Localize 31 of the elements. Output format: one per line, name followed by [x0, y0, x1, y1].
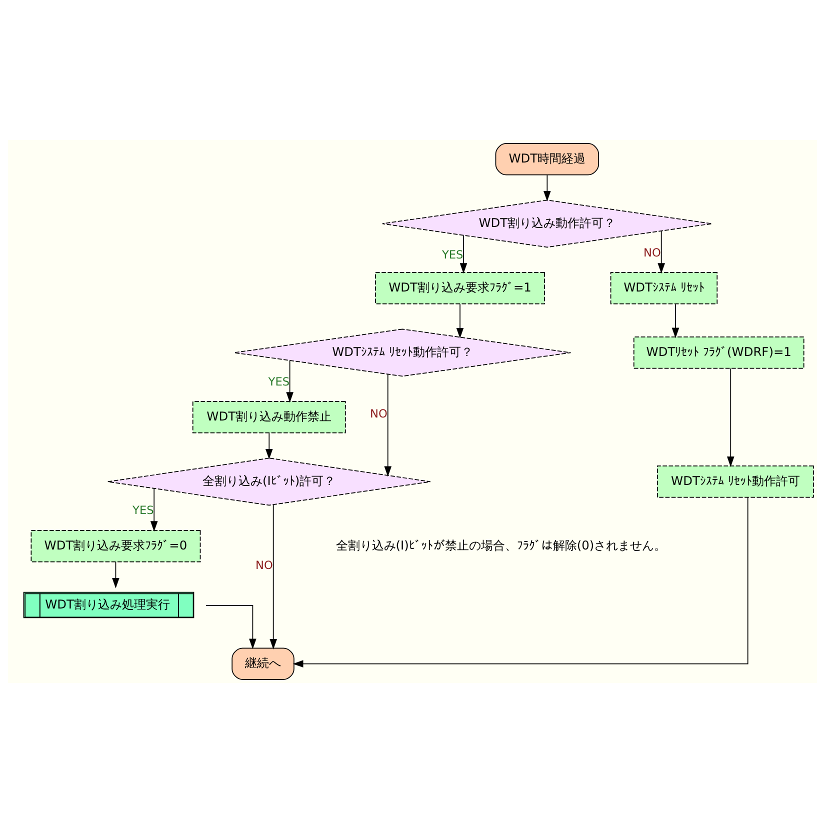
arrow — [456, 304, 464, 338]
edge-label: YES — [268, 374, 290, 389]
edge-label: YES — [132, 503, 154, 518]
node-box: WDT割り込み要求ﾌﾗｸﾞ=1 — [375, 272, 545, 304]
arrow — [270, 504, 277, 650]
arrow — [384, 374, 392, 477]
arrow — [292, 497, 748, 668]
arrow — [206, 605, 256, 650]
node-diamond: WDT割り込み動作許可？ — [382, 200, 712, 248]
edge-label: NO — [643, 245, 661, 260]
edge-label: NO — [255, 558, 273, 572]
node-box: WDT割り込み要求ﾌﾗｸﾞ=0 — [30, 530, 201, 562]
node-box: WDTﾘｾｯﾄ ﾌﾗｸﾞ(WDRF)=1 — [633, 336, 804, 369]
node-box: WDT割り込み動作禁止 — [192, 401, 346, 434]
arrow — [726, 368, 734, 468]
arrow — [672, 304, 680, 338]
edge-label: YES — [442, 248, 464, 262]
node-box: WDT時間経過 — [495, 143, 600, 176]
arrow — [265, 432, 273, 460]
arrow — [150, 488, 158, 532]
arrow — [286, 360, 294, 403]
node-box: WDTｼｽﾃﾑ ﾘｾｯﾄ — [610, 272, 718, 304]
arrow — [112, 562, 120, 588]
label: 全割り込み(I)ﾋﾞｯﾄが禁止の場合、ﾌﾗｸﾞは解除(0)されません。 — [336, 538, 666, 552]
node-box: WDTｼｽﾃﾑ ﾘｾｯﾄ動作許可 — [656, 466, 814, 498]
arrow — [544, 174, 551, 202]
arrow — [460, 235, 468, 274]
edge-label: NO — [370, 406, 388, 420]
node-diamond: 全割り込み(Iﾋﾞｯﾄ)許可？ — [107, 458, 431, 506]
node-box: 継続へ — [232, 648, 294, 680]
arrow — [658, 230, 665, 274]
